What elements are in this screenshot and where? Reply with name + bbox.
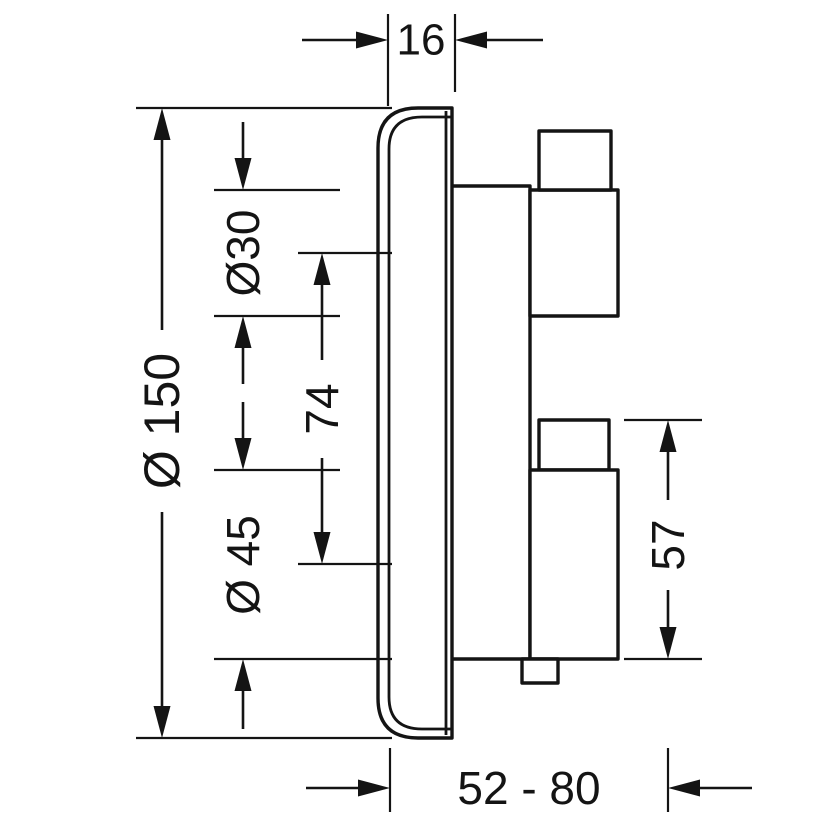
dimension-label: Ø 150 (134, 353, 190, 489)
arrow-up-icon (234, 659, 252, 691)
dimension-label: 52 - 80 (457, 762, 600, 814)
dimension-label: 57 (642, 519, 694, 570)
arrow-down-icon (234, 438, 252, 470)
arrow-left-icon (455, 31, 487, 49)
dimension-handle-axis-distance: 74 (296, 251, 392, 566)
dimension-label: Ø 45 (217, 515, 269, 615)
lower-handle-cylinder (528, 468, 620, 661)
dimension-lower-sleeve-diameter: Ø 45 (214, 402, 392, 729)
arrow-up-icon (313, 253, 331, 285)
arrow-down-icon (153, 706, 171, 738)
dimension-label: 74 (296, 383, 348, 434)
dimension-label: Ø30 (217, 210, 269, 297)
dimension-lower-handle-height: 57 (624, 418, 702, 661)
dimension-plate-thickness: 16 (302, 14, 543, 106)
upper-handle-cap (537, 129, 613, 192)
dimension-installation-depth: 52 - 80 (306, 748, 752, 814)
dimension-upper-handle-diameter: Ø30 (214, 122, 340, 384)
arrow-right-icon (358, 779, 390, 797)
product-outline (376, 106, 620, 740)
dimension-plate-diameter: Ø 150 (134, 106, 392, 740)
arrow-down-icon (234, 158, 252, 190)
arrow-left-icon (668, 779, 700, 797)
escutcheon-plate (376, 106, 454, 740)
bottom-notch (520, 657, 560, 685)
arrow-down-icon (659, 627, 677, 659)
arrow-right-icon (356, 31, 388, 49)
arrow-up-icon (659, 420, 677, 452)
upper-handle-cylinder (528, 188, 620, 318)
arrow-down-icon (313, 532, 331, 564)
arrow-up-icon (234, 316, 252, 348)
arrow-up-icon (153, 108, 171, 140)
valve-body (448, 184, 532, 661)
escutcheon-plate-inner-contour (387, 115, 452, 731)
lower-handle-cap (537, 418, 611, 472)
dimension-label: 16 (397, 16, 446, 65)
